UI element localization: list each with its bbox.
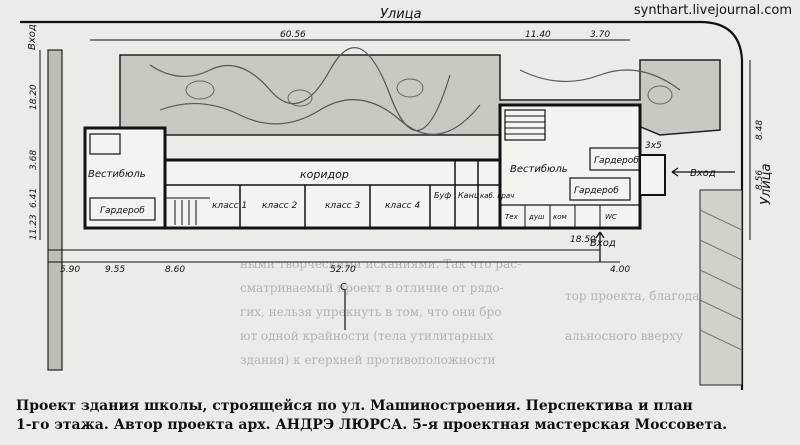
street-label-right: Улица: [759, 163, 774, 205]
left-boundary-strip: [47, 49, 63, 371]
entrance-arrow-bottom: [595, 231, 605, 262]
room-label-vestibule-left: Вестибюль: [88, 168, 146, 180]
north-marker: С: [340, 282, 347, 330]
right-lower-area: [699, 189, 743, 386]
dim-label: 3.68: [29, 150, 39, 170]
bg-text-line: альносного вверху: [565, 329, 683, 343]
caption-line-1: Проект здания школы, строящейся по ул. М…: [16, 398, 693, 414]
room-label-class-1: класс 1: [212, 201, 247, 211]
room-label-room: ком: [553, 213, 568, 221]
entrance-label-left: Вход: [27, 24, 38, 50]
caption-line-2: 1-го этажа. Автор проекта арх. АНДРЭ ЛЮР…: [16, 417, 728, 433]
room-label-corridor: коридор: [300, 168, 349, 181]
dim-label: 60.56: [280, 30, 306, 40]
bg-text-line: гих, нельзя упрекнуть в том, что они бро: [240, 305, 501, 319]
dim-label: 11.23: [29, 214, 39, 240]
dim-label: 8.48: [755, 120, 765, 140]
svg-text:С: С: [340, 282, 347, 293]
room-label-kab-vrach: каб. врач: [480, 192, 514, 200]
street-outline: [20, 20, 744, 390]
room-label-class-4: класс 4: [385, 201, 420, 211]
right-entrance-porch: [639, 154, 666, 196]
dim-label: 52.70: [330, 265, 356, 275]
watermark: synthart.livejournal.com: [633, 3, 792, 18]
dim-label: 6.41: [29, 188, 39, 208]
room-label-kan: Канц: [458, 191, 480, 200]
room-label-wardrobe-left: Гардероб: [100, 206, 145, 216]
room-label-wc: WC: [605, 213, 617, 221]
background-print-text: ными творческими исканиями. Так что рас-…: [240, 257, 741, 367]
dim-label: 18.20: [29, 84, 39, 110]
dim-label: 4.00: [610, 265, 630, 275]
room-label-class-2: класс 2: [262, 201, 297, 211]
bg-text-line: тор проекта, благодаря ше-: [565, 289, 741, 303]
dim-label: 11.40: [525, 30, 551, 40]
room-label-tekh: Тех: [505, 213, 519, 221]
room-label-buffet: Буф: [434, 191, 451, 200]
bg-text-line: сматриваемый проект в отличие от рядо-: [240, 281, 504, 295]
building-outline: [83, 103, 642, 230]
entrance-arrow-right: [671, 167, 735, 177]
entrance-label-bottom: Вход: [590, 238, 616, 249]
entrance-label-right: Вход: [690, 168, 716, 179]
bg-text-line: ют одной крайности (тела утилитарных: [240, 329, 494, 343]
dim-label: 18.50: [570, 235, 596, 245]
dim-label: 8.60: [165, 265, 185, 275]
school-floor-plan: ными творческими исканиями. Так что рас-…: [20, 7, 774, 390]
room-label-wardrobe-right-top: Гардероб: [594, 156, 639, 166]
dim-label: 9.55: [105, 265, 125, 275]
room-label-shower: душ: [528, 213, 545, 221]
dim-label: 8.56: [755, 170, 765, 190]
dimension-lines: [39, 39, 751, 263]
room-label-class-3: класс 3: [325, 201, 360, 211]
dim-label: 5.90: [60, 265, 80, 275]
dim-label: 3x5: [645, 141, 662, 151]
room-label-vestibule-right: Вестибюль: [510, 163, 568, 175]
figure-caption: Проект здания школы, строящейся по ул. М…: [16, 397, 786, 435]
bg-text-line: здания) к егерхней противоположности: [240, 353, 496, 367]
bg-text-line: ными творческими исканиями. Так что рас-: [240, 257, 521, 271]
street-label-top: Улица: [380, 7, 422, 22]
room-label-wardrobe-right-bottom: Гардероб: [574, 186, 619, 196]
dim-label: 3.70: [590, 30, 610, 40]
